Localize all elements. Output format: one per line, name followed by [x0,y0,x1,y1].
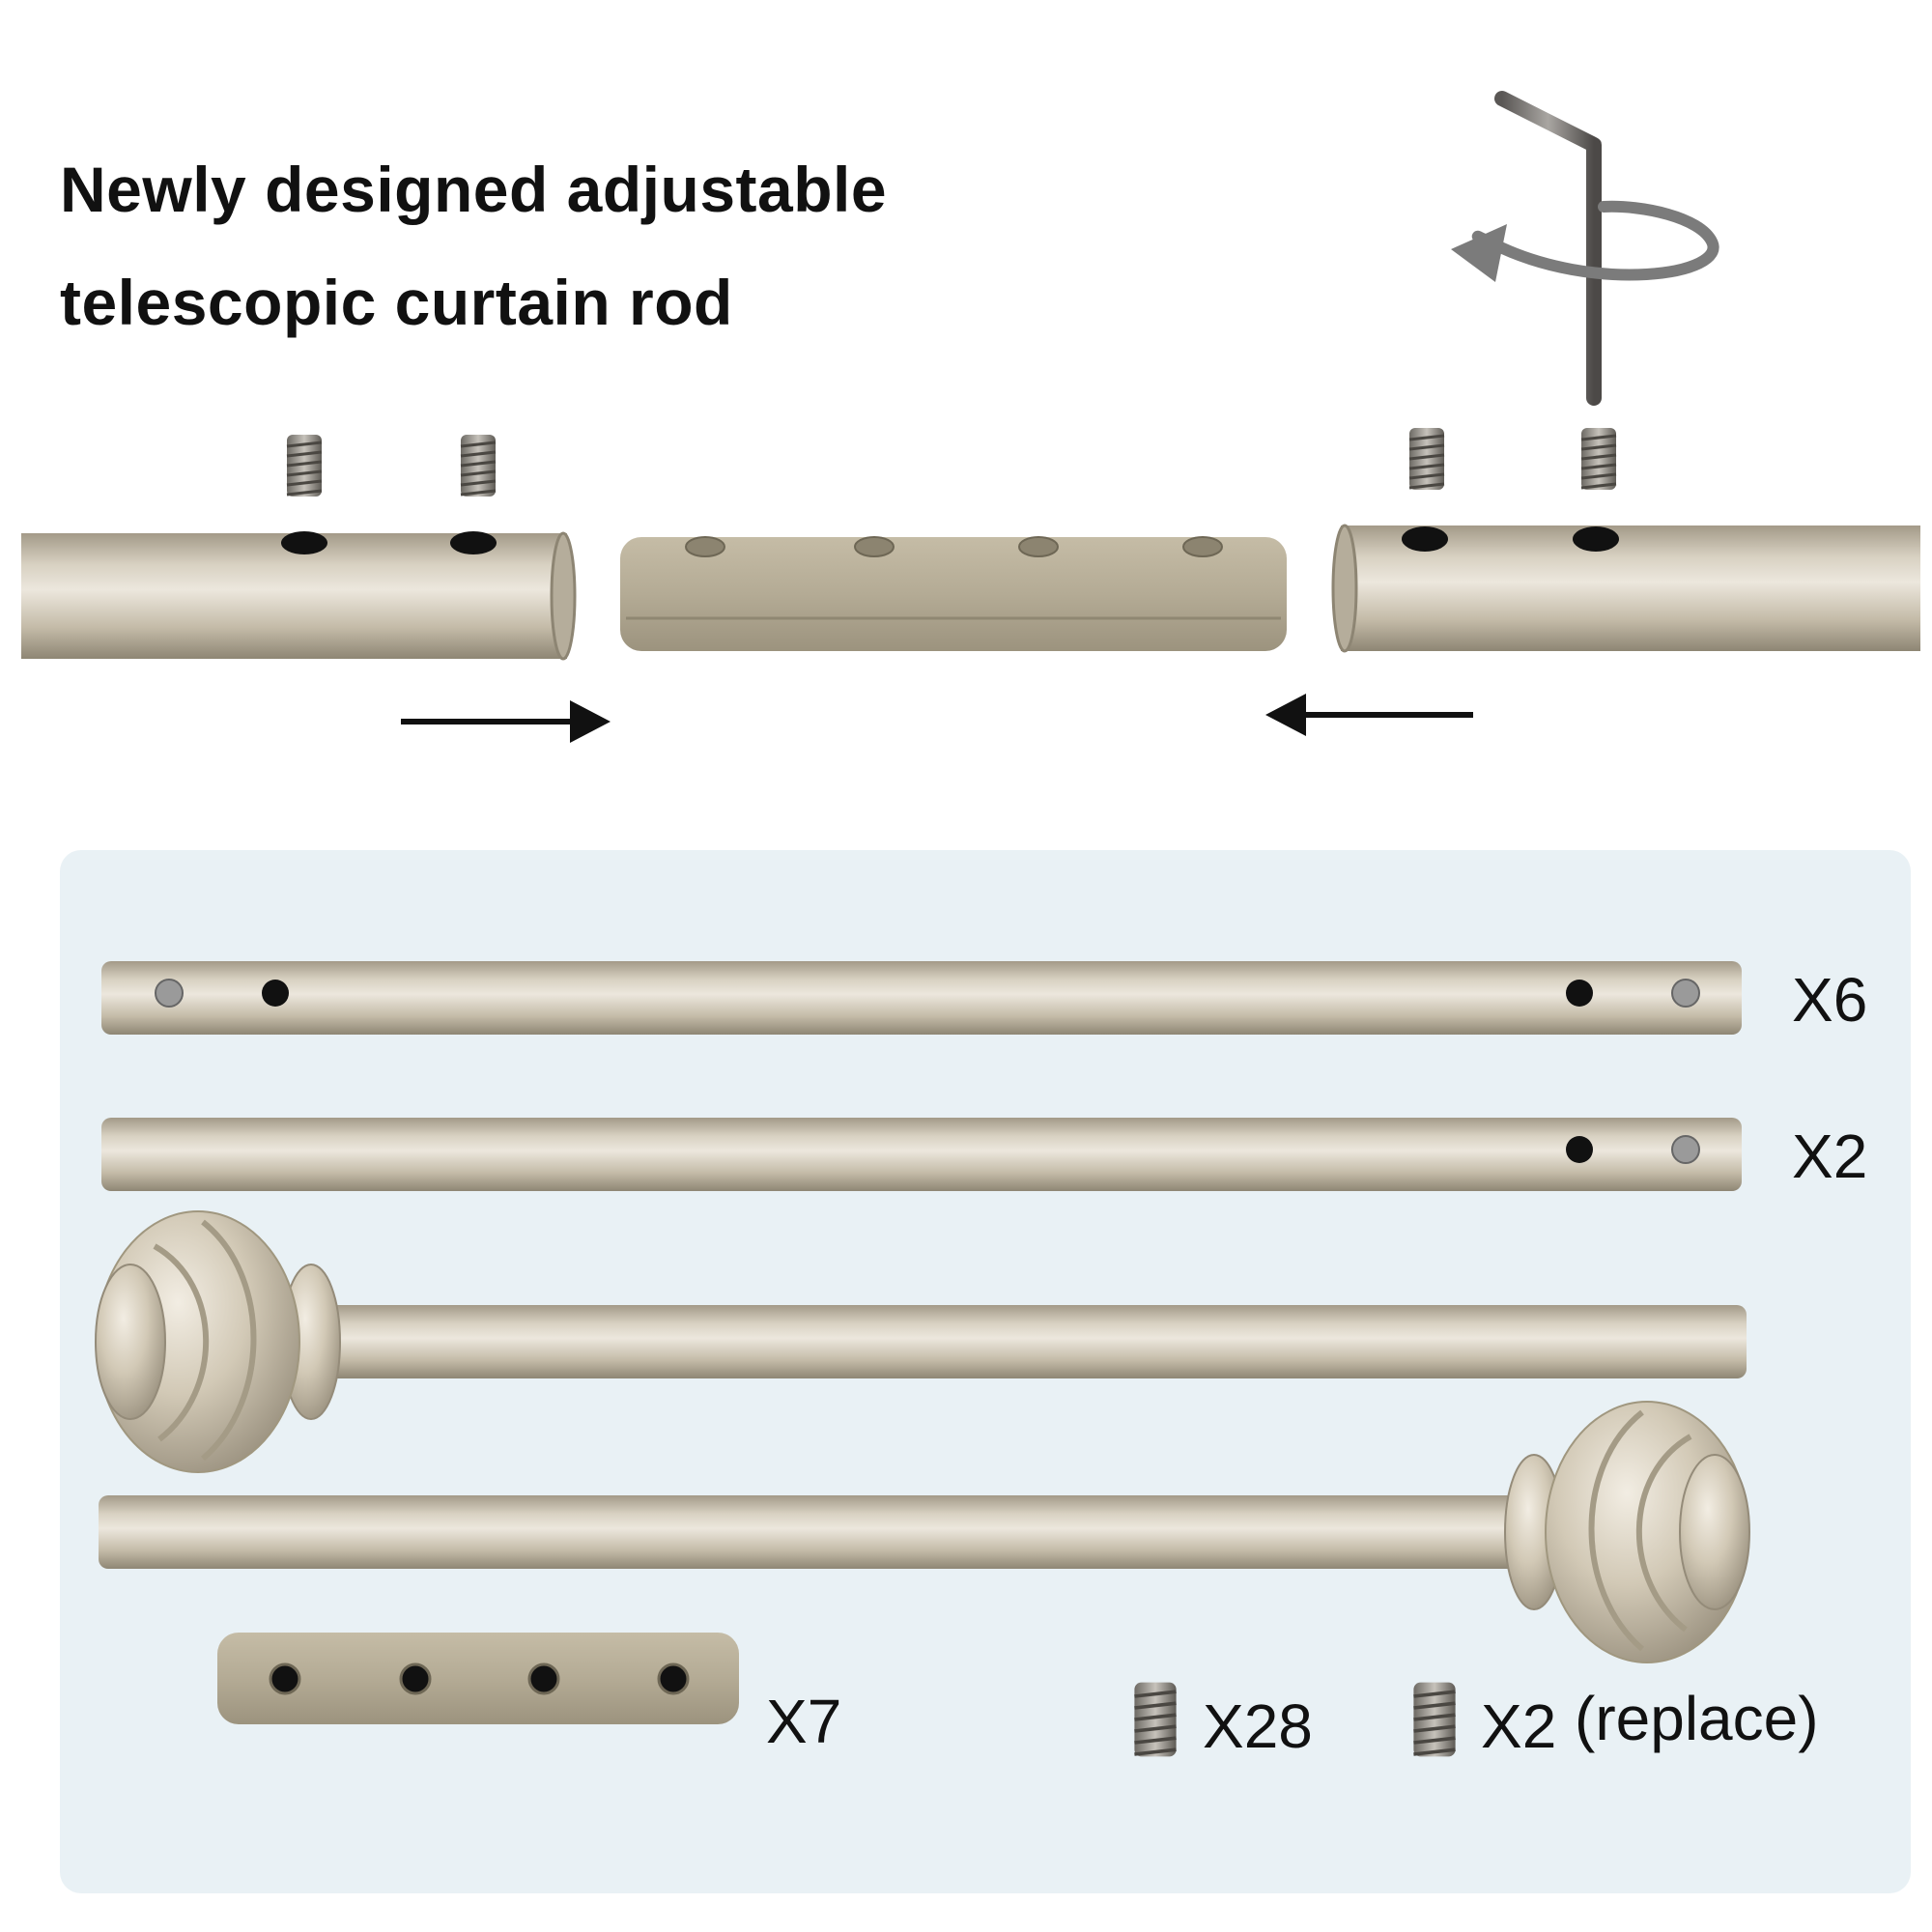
spare-screw-note: (replace) [1575,1684,1819,1753]
allen-wrench-icon [1494,91,1602,406]
right-rod-section [1331,524,1920,653]
connector-part [217,1633,739,1724]
set-screw-icon [285,433,324,498]
finial-rod-left-part [95,1210,1747,1473]
spare-screw-quantity: X2 [1481,1691,1557,1761]
screw-quantity: X28 [1203,1691,1313,1761]
headline-line-1: Newly designed adjustable [60,154,888,225]
connector-quantity: X7 [766,1687,842,1756]
set-screw-icon [1407,426,1446,492]
arrow-right-icon [401,700,611,743]
short-tube-quantity: X2 [1792,1122,1868,1191]
finial-rod-right-part [99,1401,1750,1663]
long-tube-part [101,961,1742,1035]
long-tube-quantity: X6 [1792,965,1868,1035]
spare-screw-icon [1411,1680,1458,1759]
left-rod-section [21,531,577,661]
connector-piece [620,536,1287,651]
short-tube-part [101,1118,1742,1191]
set-screw-icon [1579,426,1618,492]
set-screw-icon [459,433,497,498]
rotate-arrow-icon [1451,200,1719,282]
arrow-left-icon [1265,694,1473,736]
headline-line-2: telescopic curtain rod [60,267,733,338]
screw-icon [1132,1680,1179,1759]
